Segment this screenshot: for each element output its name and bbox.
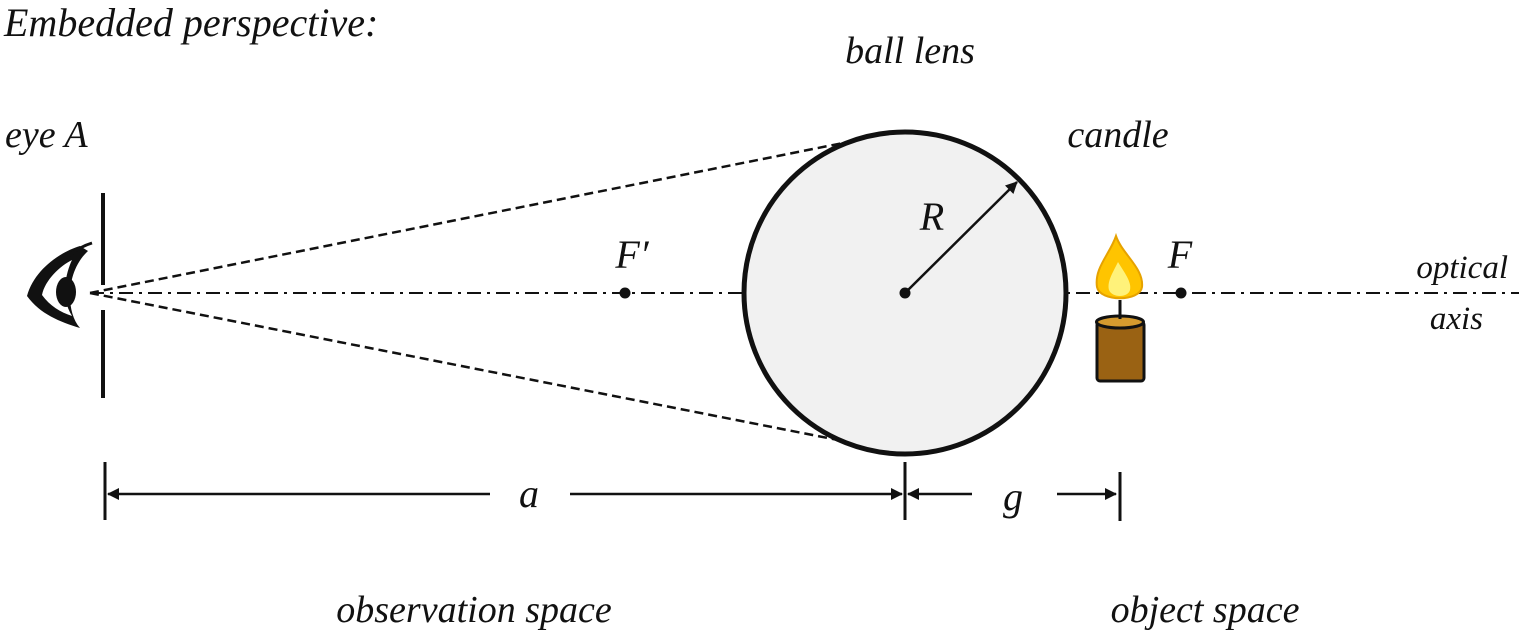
eye-icon xyxy=(27,241,93,328)
focal-point-left xyxy=(619,287,631,299)
lens-center-point xyxy=(899,287,911,299)
sight-line-lower xyxy=(89,291,844,443)
optical-axis-label-line2: axis xyxy=(1430,301,1483,337)
sight-line-upper xyxy=(89,141,844,295)
eye-label: eye A xyxy=(5,114,88,156)
diagram-title: Embedded perspective: xyxy=(3,0,378,45)
focal-right-label: F xyxy=(1167,232,1193,277)
object-space-label: object space xyxy=(1111,589,1300,631)
radius-label: R xyxy=(919,194,944,239)
focal-left-label: F′ xyxy=(614,232,649,277)
distance-a-label: a xyxy=(519,471,539,516)
radius-arrow xyxy=(904,181,1018,294)
candle-label: candle xyxy=(1067,114,1168,156)
observation-space-label: observation space xyxy=(336,589,612,631)
candle-icon xyxy=(1095,232,1146,383)
focal-point-right xyxy=(1175,287,1187,299)
ball-lens-label: ball lens xyxy=(845,30,975,72)
optical-axis-label-line1: optical xyxy=(1416,250,1508,286)
distance-g-label: g xyxy=(1003,474,1023,519)
